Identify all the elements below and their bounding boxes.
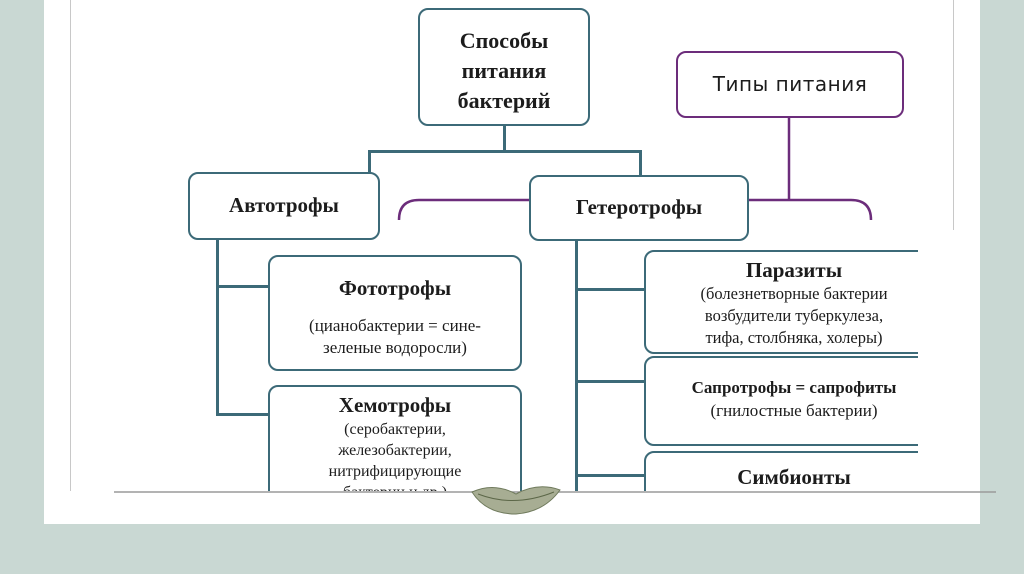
parasites-desc-2: возбудители туберкулеза, [704, 306, 884, 325]
connector-to-autotrophs [368, 150, 371, 174]
parasites-desc-1: (болезнетворные бактерии [700, 284, 888, 303]
bottom-mask-shape [0, 491, 1024, 574]
symbionts-label: Симбионты [737, 465, 851, 489]
leaf-vein [477, 491, 555, 502]
chemotrophs-desc-1: (серобактерии, [344, 421, 446, 438]
connector-to-parasites [575, 288, 646, 291]
connector-to-chemotrophs [216, 413, 270, 416]
saprotrophs-desc-1: (гнилостные бактерии) [710, 401, 878, 420]
connector-to-symbionts [575, 474, 646, 477]
types-of-nutrition-box: Типы питания [676, 51, 904, 118]
bottom-clip-mask [0, 491, 1024, 574]
outer-bg-bottom [0, 524, 1024, 574]
connector-to-heterotrophs [639, 150, 642, 177]
root-box: Способы питания бактерий [418, 8, 590, 126]
phototrophs-box: Фототрофы (цианобактерии = сине- зеленые… [268, 255, 522, 371]
connector-branch-horizontal [368, 150, 642, 153]
saprotrophs-box: Сапротрофы = сапрофиты (гнилостные бакте… [644, 356, 944, 446]
connector-to-phototrophs [216, 285, 270, 288]
chemotrophs-title: Хемотрофы [338, 393, 452, 417]
phototrophs-title: Фототрофы [338, 276, 452, 300]
autotrophs-label: Автотрофы [229, 193, 339, 217]
right-clip-mask [918, 230, 958, 492]
root-line-1: Способы [459, 28, 549, 53]
phototrophs-desc-1: (цианобактерии = сине- [309, 316, 481, 335]
types-label: Типы питания [712, 72, 868, 96]
saprotrophs-title: Сапротрофы = сапрофиты [691, 378, 897, 397]
autotrophs-box: Автотрофы [188, 172, 380, 240]
connector-to-saprotrophs [575, 380, 646, 383]
connector-auto-vertical [216, 240, 219, 415]
heterotrophs-label: Гетеротрофы [575, 195, 703, 219]
chemotrophs-desc-3: нитрифицирующие [328, 463, 462, 480]
chemotrophs-desc-2: железобактерии, [338, 442, 452, 459]
phototrophs-desc-2: зеленые водоросли) [323, 338, 467, 357]
parasites-title: Паразиты [745, 258, 843, 282]
parasites-box: Паразиты (болезнетворные бактерии возбуд… [644, 250, 944, 354]
heterotrophs-box: Гетеротрофы [529, 175, 749, 241]
leaf-icon [471, 486, 561, 515]
connector-hetero-vertical [575, 241, 578, 493]
connector-root-stem [503, 126, 506, 152]
root-line-3: бактерий [457, 88, 551, 113]
root-line-2: питания [461, 58, 547, 83]
parasites-desc-3: тифа, столбняка, холеры) [705, 328, 883, 347]
